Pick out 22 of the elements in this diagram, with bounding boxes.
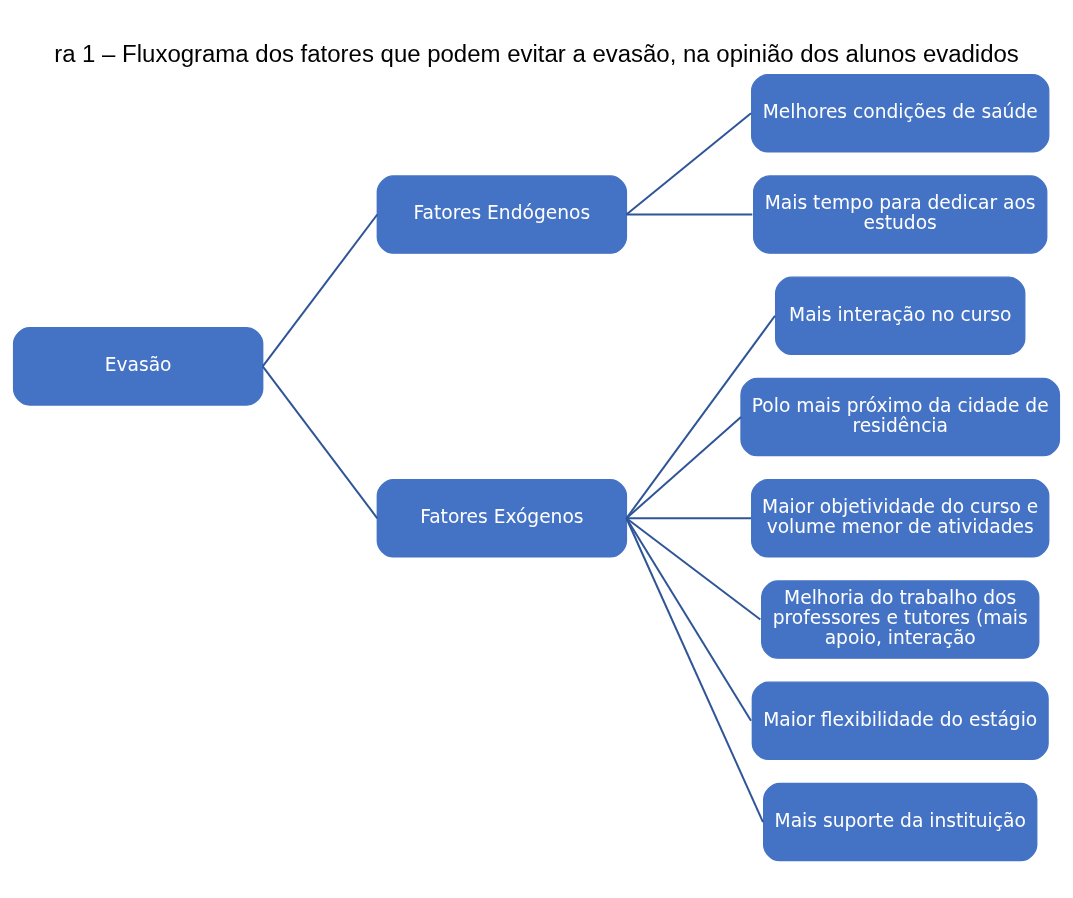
connector xyxy=(625,314,776,520)
node-box: Maior objetividade do curso e volume menor de atividades xyxy=(751,478,1050,558)
node-box: Fatores Exógenos xyxy=(376,478,628,558)
node-box: Maior flexibilidade do estágio xyxy=(751,681,1049,761)
node-box: Melhoria do trabalho dos professores e tutores (mais apoio, interação xyxy=(761,580,1040,659)
node-box: Fatores Endógenos xyxy=(376,175,628,254)
node-box: Mais tempo para dedicar aos estudos xyxy=(753,175,1048,254)
connector xyxy=(261,213,379,368)
connector xyxy=(261,365,379,520)
connector xyxy=(625,517,752,722)
diagram-title: ra 1 – Fluxograma dos fatores que podem evitar a evasão, na opinião dos alunos evadidos xyxy=(54,39,1019,67)
node-box: Polo mais próximo da cidade de residência xyxy=(740,377,1061,457)
connector xyxy=(625,213,754,216)
node-box: Melhores condições de saúde xyxy=(751,73,1050,153)
node-box: Mais interação no curso xyxy=(774,276,1026,356)
connector xyxy=(625,416,742,520)
connector xyxy=(625,517,762,621)
connector xyxy=(625,517,764,824)
node-box: Evasão xyxy=(12,327,264,406)
connector xyxy=(625,112,752,216)
node-box: Mais suporte da instituição xyxy=(763,782,1038,862)
connector xyxy=(625,517,752,520)
